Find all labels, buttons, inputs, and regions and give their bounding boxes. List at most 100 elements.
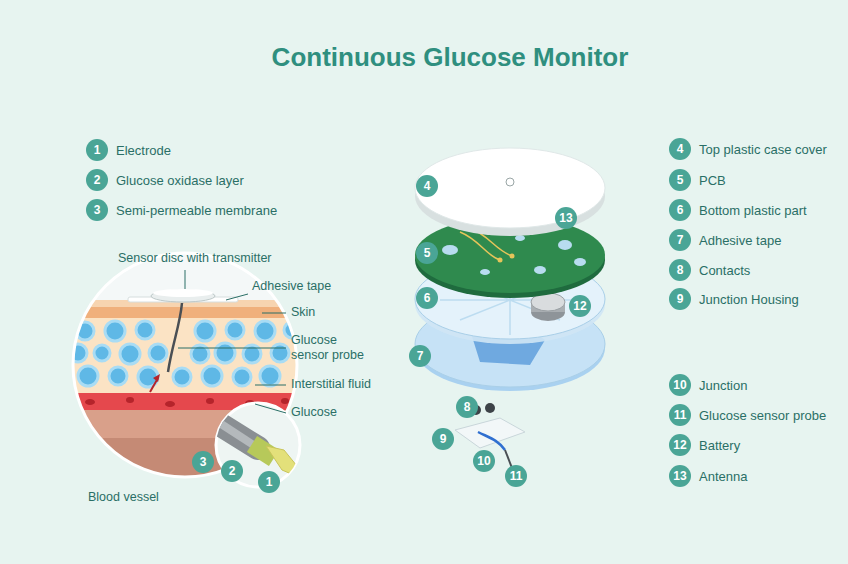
part-label: Glucose sensor probe (291, 333, 376, 363)
callout-number: 12 (569, 295, 591, 317)
pcb-board (510, 254, 515, 259)
legend-item: 10 Junction (669, 374, 747, 396)
skin-cross-section (233, 368, 251, 386)
callout-number: 4 (416, 175, 438, 197)
part-label: Glucose (291, 405, 337, 420)
callout-number: 7 (409, 345, 431, 367)
diagram-title: Continuous Glucose Monitor (200, 42, 700, 73)
callout-circle: 10 (669, 374, 691, 396)
pcb-board (442, 235, 586, 275)
skin-cross-section (60, 318, 320, 394)
callout-circle: 3 (86, 199, 108, 221)
callout-circle: 6 (416, 287, 438, 309)
part-name: Junction Housing (699, 292, 799, 307)
part-name: Antenna (699, 469, 747, 484)
leader-lines (185, 270, 186, 289)
junction-assembly (485, 403, 495, 413)
callout-number: 10 (473, 450, 495, 472)
part-name: Adhesive tape (699, 233, 781, 248)
callout-circle: 9 (432, 428, 454, 450)
top-case-cover (506, 178, 514, 186)
skin-cross-section (78, 366, 98, 386)
callout-number: 6 (416, 287, 438, 309)
callout-number: 2 (221, 460, 243, 482)
callout-number: 3 (192, 451, 214, 473)
callout-circle: 9 (669, 288, 691, 310)
callout-circle: 11 (669, 404, 691, 426)
leader-lines (255, 385, 286, 386)
callout-number: 11 (505, 465, 527, 487)
callout-circle: 7 (409, 345, 431, 367)
callout-circle: 6 (669, 199, 691, 221)
legend-item: 1Electrode (86, 139, 171, 161)
skin-cross-section (149, 344, 167, 362)
callout-circle: 12 (569, 295, 591, 317)
part-name: Top plastic case cover (699, 142, 827, 157)
legend-item: 8 Contacts (669, 259, 750, 281)
skin-cross-section (153, 289, 213, 297)
pcb-board (442, 245, 458, 255)
skin-cross-section (105, 321, 125, 341)
skin-cross-section (153, 374, 160, 382)
skin-cross-section (226, 321, 244, 339)
pcb-board (498, 258, 503, 263)
skin-cross-section (136, 321, 154, 339)
skin-cross-section (206, 398, 214, 404)
part-name: Battery (699, 438, 740, 453)
legend-item: 11 Glucose sensor probe (669, 404, 826, 426)
callout-circle: 2 (221, 460, 243, 482)
skin-cross-section (109, 367, 127, 385)
pcb-board (480, 269, 490, 275)
callout-circle: 8 (669, 259, 691, 281)
skin-cross-section (85, 399, 95, 405)
pcb-board (558, 240, 572, 250)
legend-item: 4Top plastic case cover (669, 138, 827, 160)
skin-cross-section (120, 344, 140, 364)
skin-cross-section (60, 240, 320, 488)
probe-zoom-detail (200, 412, 310, 482)
callout-number: 8 (456, 396, 478, 418)
part-label: Sensor disc with transmitter (118, 251, 272, 266)
legend-item: 6Bottom plastic part (669, 199, 807, 221)
junction-assembly (478, 432, 505, 450)
leader-lines (226, 294, 248, 300)
battery (531, 293, 565, 321)
skin-cross-section (195, 321, 215, 341)
skin-cross-section (215, 343, 235, 363)
callout-circle: 1 (258, 471, 280, 493)
callout-circle: 8 (456, 396, 478, 418)
legend-item: 3Semi-permeable membrane (86, 199, 277, 221)
callout-circle: 3 (192, 451, 214, 473)
skin-cross-section (202, 366, 222, 386)
skin-cross-section (165, 401, 175, 407)
probe-zoom-detail (200, 412, 258, 448)
part-name: Glucose sensor probe (699, 408, 826, 423)
part-name: Junction (699, 378, 747, 393)
skin-cross-section (69, 321, 300, 387)
legend-item: 5 PCB (669, 169, 726, 191)
skin-cross-section (168, 303, 182, 372)
callout-circle: 13 (669, 465, 691, 487)
callout-circle: 13 (555, 207, 577, 229)
legend-item: 9 Junction Housing (669, 288, 799, 310)
part-name: PCB (699, 173, 726, 188)
part-name: Contacts (699, 263, 750, 278)
callout-circle: 1 (86, 139, 108, 161)
top-case-cover (415, 148, 605, 236)
callout-number: 9 (432, 428, 454, 450)
callout-circle: 5 (669, 169, 691, 191)
callout-circle: 4 (416, 175, 438, 197)
probe-zoom (216, 403, 300, 487)
callout-number: 5 (416, 242, 438, 264)
callout-number: 13 (555, 207, 577, 229)
leader-lines (262, 313, 286, 314)
legend-item: 12Battery (669, 434, 740, 456)
part-label: Adhesive tape (252, 279, 331, 294)
legend-item: 2Glucose oxidase layer (86, 169, 244, 191)
leader-lines (178, 348, 286, 349)
skin-cross-section (260, 366, 280, 386)
callout-circle: 7 (669, 229, 691, 251)
callout-circle: 11 (505, 465, 527, 487)
legend-item: 7 Adhesive tape (669, 229, 781, 251)
callout-number: 1 (258, 471, 280, 493)
